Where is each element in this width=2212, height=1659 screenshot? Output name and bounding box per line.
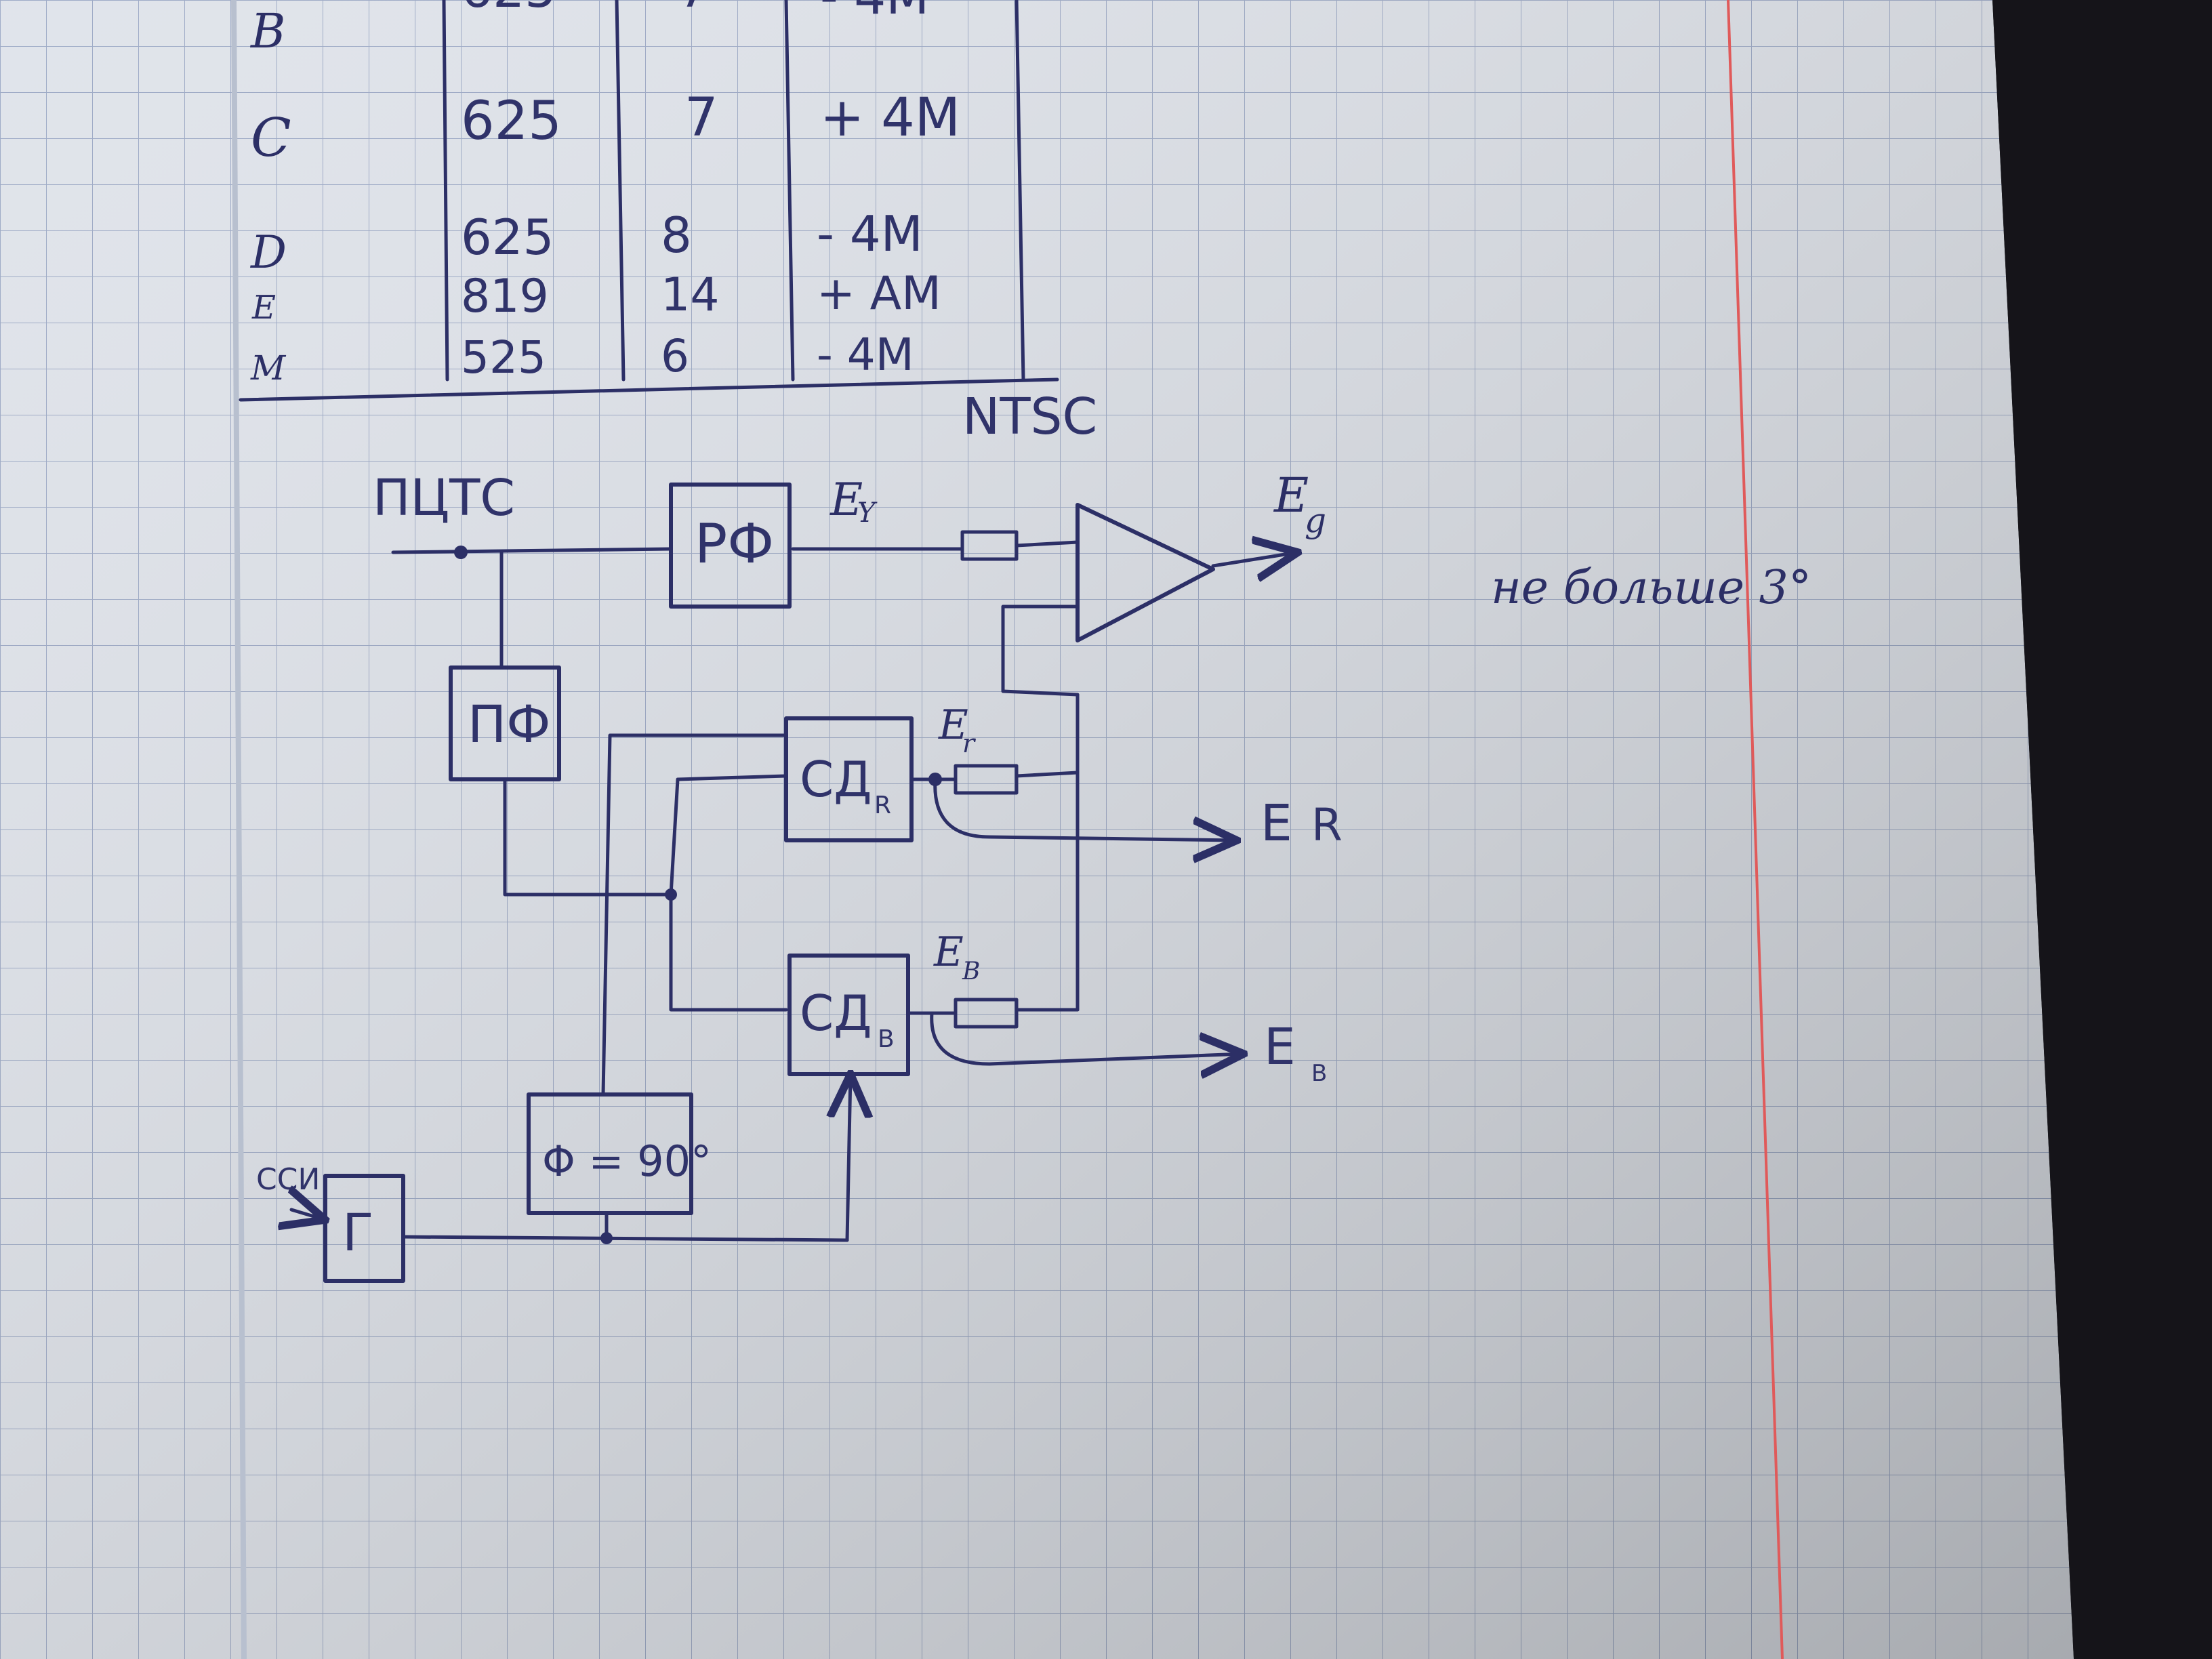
desk-background <box>1992 0 2212 1659</box>
eg-label-sub: g <box>1305 501 1326 540</box>
paper-shade <box>0 0 2074 1659</box>
pf-output <box>503 777 673 897</box>
sdr-label-sub: R <box>874 792 891 819</box>
row-channel: 8 <box>661 207 692 264</box>
sdr-label-main: СД <box>800 751 872 808</box>
row-lines: 525 <box>461 331 546 384</box>
sdb-label-sub: B <box>878 1025 895 1053</box>
phase-block <box>527 1092 693 1215</box>
generator-input-label: ССИ <box>256 1162 320 1197</box>
ey-label-main: E <box>830 474 863 526</box>
row-system: D <box>250 226 287 279</box>
out-r-main: E <box>1261 794 1292 853</box>
margin-line <box>1727 0 1784 1659</box>
input-node <box>454 546 468 559</box>
er-output <box>933 777 1237 840</box>
row-mod: - 4M <box>817 329 914 381</box>
adder-triangle <box>1076 503 1215 642</box>
row-system: C <box>251 108 291 169</box>
generator-output <box>401 1235 849 1242</box>
row-system: M <box>250 348 287 388</box>
generator-label: Г <box>342 1202 373 1263</box>
row-channel: 7 <box>684 87 718 148</box>
phase-label: Φ = 90° <box>542 1136 712 1186</box>
resistor-b <box>954 998 1019 1029</box>
table-note: NTSC <box>962 388 1097 446</box>
notebook-fold <box>231 0 247 1659</box>
eb-output <box>930 1011 1244 1064</box>
eg-output <box>1211 552 1298 566</box>
phase-output <box>601 733 788 1097</box>
row-lines: 625 <box>461 0 556 19</box>
er-label-sub: r <box>962 729 977 758</box>
row-mod: + 4M <box>820 87 960 148</box>
decoder-block-diagram: ПЦТС РФ E Y E g ПФ СД R E r <box>256 468 1811 1283</box>
row-lines: 625 <box>461 91 562 152</box>
input-line <box>391 547 673 554</box>
out-b-main: E <box>1264 1018 1296 1076</box>
row-system: E <box>251 289 276 327</box>
row-mod: + AM <box>817 267 941 321</box>
row-lines: 625 <box>461 209 554 266</box>
resistor-r <box>954 764 1019 795</box>
row-channel: 6 <box>661 330 689 382</box>
row-lines: 819 <box>461 270 549 323</box>
out-b-sub: B <box>1311 1060 1327 1087</box>
eb-label-sub: B <box>962 958 980 985</box>
er-label-main: E <box>938 701 968 749</box>
row-channel: 14 <box>661 268 720 322</box>
sdb-label-main: СД <box>800 985 872 1042</box>
systems-table: B 625 7 - 4M C 625 7 + 4M D 625 8 - 4M E… <box>239 0 1097 446</box>
row-mod: - 4M <box>820 0 929 26</box>
adder-feedback <box>1001 605 1080 697</box>
row-mod: - 4M <box>817 205 923 262</box>
eg-label-main: E <box>1273 468 1309 523</box>
row-channel: 7 <box>678 0 710 19</box>
side-note: не больше 3° <box>1491 561 1811 615</box>
pf-label: ПФ <box>468 694 551 754</box>
eb-label-main: E <box>933 928 964 976</box>
input-label: ПЦТС <box>373 469 515 527</box>
out-r-sub: R <box>1311 799 1343 851</box>
rf-block <box>669 483 792 609</box>
rf-label: РФ <box>695 512 774 575</box>
row-system: B <box>249 3 285 59</box>
ey-label-sub: Y <box>857 497 878 529</box>
